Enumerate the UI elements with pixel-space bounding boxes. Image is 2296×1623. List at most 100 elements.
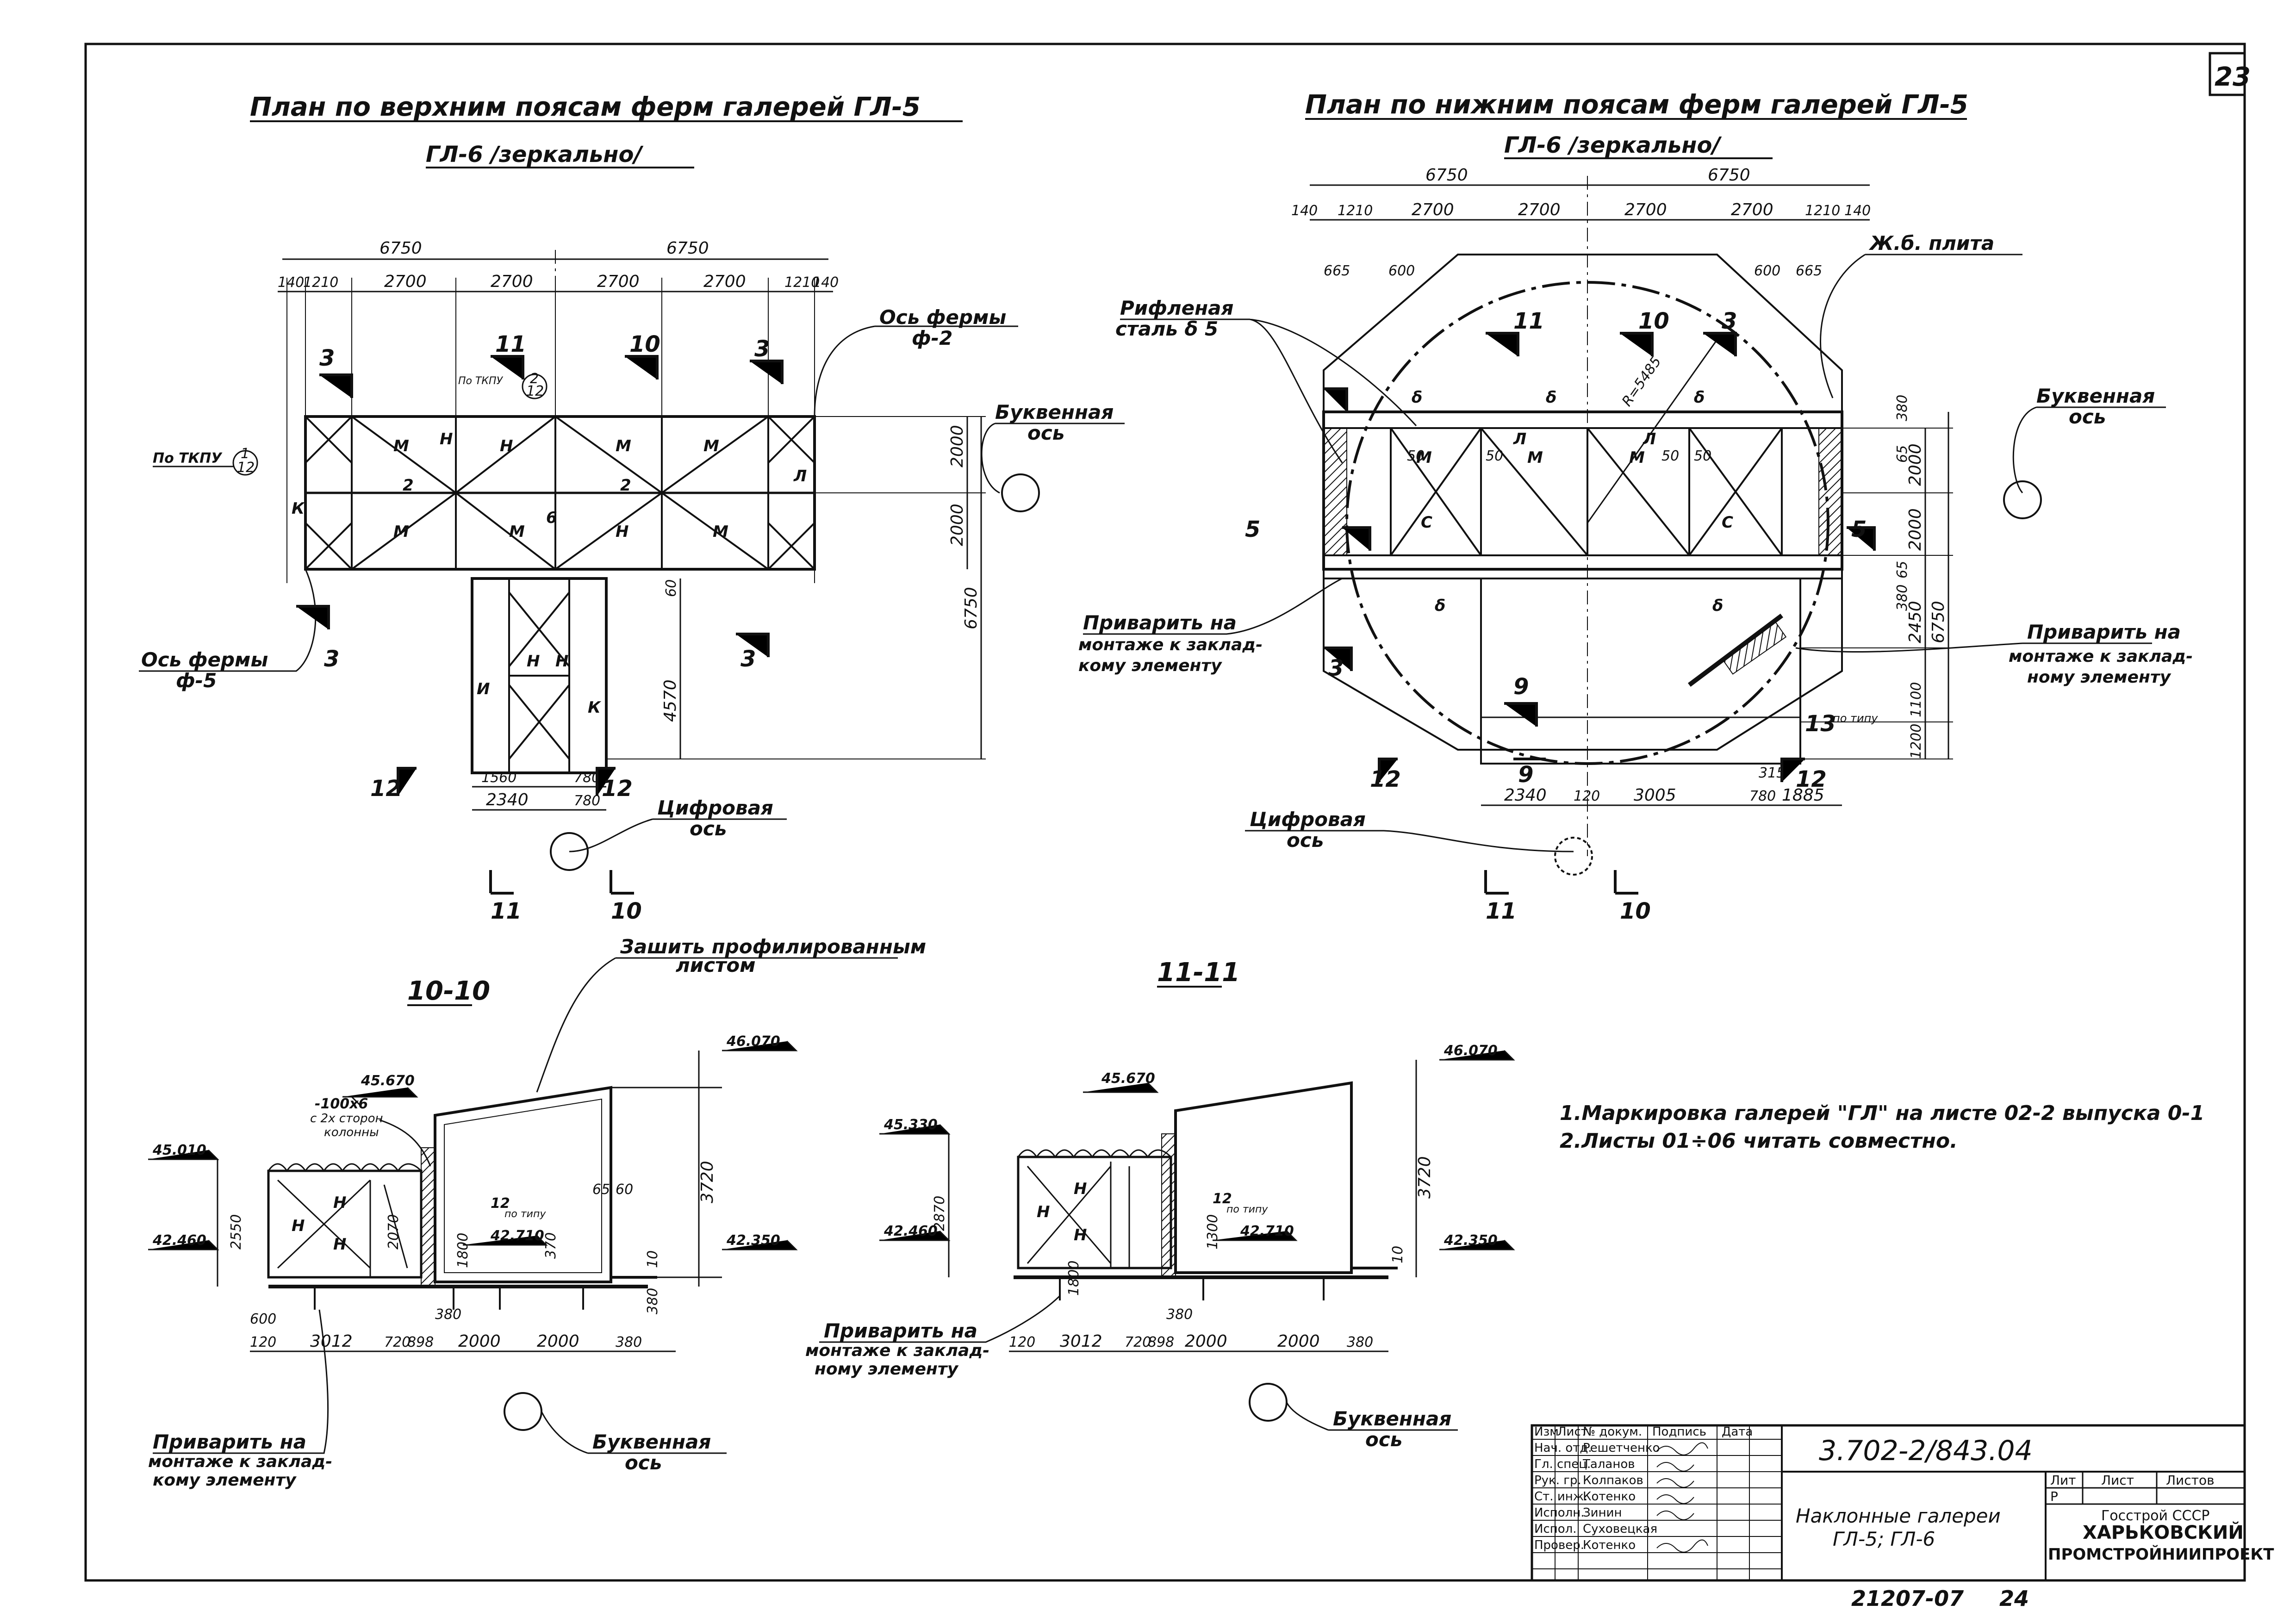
- svg-text:Н: Н: [1037, 1203, 1050, 1221]
- tb-code: 3.702-2/843.04: [1819, 1435, 2033, 1467]
- svg-text:Н: Н: [527, 652, 540, 671]
- note-2: 2.Листы 01÷06 читать совместно.: [1560, 1129, 1958, 1153]
- dim-v-11-1: 2870: [932, 1196, 948, 1231]
- cut-mark-b-5b: 5: [1851, 516, 1867, 542]
- plan-top-title: План по верхним поясам ферм галерей ГЛ-5: [250, 92, 921, 122]
- svg-text:Н: Н: [555, 652, 568, 671]
- bottom-code: 21207-07: [1851, 1586, 1964, 1611]
- cut-mark-b-3b: 3: [1328, 655, 1344, 681]
- label-plate-1: -100х6: [315, 1096, 368, 1112]
- member-mark-6: 6: [546, 509, 557, 527]
- cut-mark-b-9a: 9: [1513, 674, 1529, 700]
- member-mark-m: М: [393, 437, 409, 455]
- dim-b-chain-6: 2700: [1731, 200, 1773, 219]
- dim-b-right-1: 2000: [1906, 443, 1925, 486]
- dim-chain-7: 1210: [784, 274, 820, 291]
- svg-text:1: 1: [241, 446, 249, 462]
- label-letter-axis-bottom-2: ось: [2069, 405, 2106, 428]
- label-weld-r1: Приварить на: [2027, 621, 2181, 643]
- tb-org-1: Госстрой СССР: [2101, 1508, 2209, 1524]
- note-1: 1.Маркировка галерей "ГЛ" на листе 02-2 …: [1560, 1101, 2204, 1125]
- plan-upper-chords: План по верхним поясам ферм галерей ГЛ-5…: [139, 92, 1125, 924]
- svg-text:М: М: [1416, 448, 1432, 467]
- section-11-title: 11-11: [1157, 958, 1240, 988]
- tb-lit: Лит: [2050, 1473, 2076, 1488]
- dim-bottom-1: 1560: [481, 770, 516, 786]
- dim-b-right-s3: 65: [1894, 561, 1910, 578]
- tb-role-7: Провер.: [1534, 1538, 1584, 1552]
- cut-mark-3b: 3: [754, 336, 770, 362]
- dim-b-chain-3: 2700: [1412, 200, 1454, 219]
- dim-50-2: 50: [1486, 448, 1503, 464]
- sheet-number-box: [2209, 52, 2246, 96]
- svg-text:М: М: [616, 437, 631, 455]
- tb-person-4: Котенко: [1583, 1490, 1636, 1504]
- tb-h-3: № докум.: [1583, 1425, 1642, 1439]
- notes: 1.Маркировка галерей "ГЛ" на листе 02-2 …: [1560, 1101, 2204, 1153]
- label-sheath-2: листом: [676, 954, 756, 976]
- dim-v-10-7: 370: [543, 1232, 559, 1259]
- cut-mark-12b: 12: [602, 776, 633, 802]
- label-plate-3: колонны: [324, 1126, 379, 1139]
- tb-person-2: Таланов: [1582, 1457, 1635, 1471]
- cut-mark-10a: 10: [629, 331, 660, 357]
- svg-text:Л: Л: [1513, 430, 1526, 448]
- cut-mark-11a: 11: [495, 331, 526, 357]
- dim-b-right-s2: 65: [1894, 445, 1910, 463]
- dim-v-10-1: 2550: [228, 1214, 244, 1250]
- cut-mark-12a: 12: [370, 776, 401, 802]
- label-rifl-2: сталь δ 5: [1115, 317, 1218, 340]
- dim-total-2: 6750: [666, 239, 709, 258]
- plan-bottom-subtitle: ГЛ-6 /зеркально/: [1504, 132, 1722, 158]
- label-13: 13: [1805, 711, 1836, 737]
- label-weld-r3: ному элементу: [2027, 668, 2172, 687]
- dim-b-chain-5: 2700: [1624, 200, 1667, 219]
- svg-text:2: 2: [620, 476, 631, 495]
- tb-lit-val: Р: [2050, 1489, 2058, 1504]
- svg-text:δ: δ: [1435, 597, 1445, 615]
- tb-name-1: Наклонные галереи: [1796, 1505, 2001, 1527]
- label-po-tipu-11: по типу: [1226, 1204, 1268, 1215]
- tb-person-6: Суховецкая: [1583, 1522, 1657, 1536]
- svg-text:Н: Н: [333, 1194, 346, 1212]
- dim-h-11-5: 2000: [1185, 1332, 1227, 1351]
- elev-11-1: 45.670: [1101, 1070, 1155, 1087]
- label-weld-11-3: ному элементу: [815, 1360, 959, 1379]
- label-letter-axis-10: Буквенная: [592, 1430, 711, 1453]
- cut-mark-b-12b: 12: [1796, 766, 1827, 792]
- svg-text:12: 12: [237, 460, 255, 476]
- label-po-tipu-b: по типу: [1833, 712, 1878, 725]
- tb-person-1: Решетченко: [1583, 1441, 1660, 1455]
- cut-mark-3a: 3: [319, 345, 335, 371]
- dim-h-10-1: 600: [250, 1311, 276, 1327]
- cut-mark-b-3a: 3: [1722, 308, 1737, 334]
- label-digit-axis-top-2: ось: [690, 817, 727, 840]
- dim-v-10-3: 65: [592, 1181, 610, 1198]
- dim-b-total-2: 6750: [1708, 166, 1750, 185]
- dim-h-10-3: 3012: [310, 1332, 353, 1351]
- plan-top-subtitle: ГЛ-6 /зеркально/: [426, 142, 643, 168]
- elev-11-5: 42.710: [1240, 1223, 1294, 1239]
- dim-b-right-3: 2450: [1906, 601, 1925, 643]
- svg-text:δ: δ: [1712, 597, 1723, 615]
- section-11-11: 11-11 НН Н 45.670 46.070: [805, 958, 1515, 1451]
- label-weld-1: Приварить на: [1083, 611, 1237, 634]
- dim-stem: 4570: [661, 679, 680, 722]
- svg-text:И: И: [477, 680, 490, 698]
- svg-text:К: К: [588, 698, 602, 717]
- dim-h-10-8: 380: [616, 1334, 642, 1350]
- plan-lower-chords: План по нижним поясам ферм галерей ГЛ-5 …: [1078, 90, 2193, 924]
- label-weld-3: кому элементу: [1078, 656, 1222, 675]
- tb-role-2: Гл. спец.: [1534, 1457, 1591, 1471]
- cut-mark-b-12a: 12: [1370, 766, 1401, 792]
- dim-h-11-1: 120: [1009, 1334, 1035, 1350]
- label-f5: ф-5: [176, 669, 217, 692]
- dim-v-10-5: 2070: [386, 1214, 402, 1250]
- label-weld-10-3: кому элементу: [153, 1471, 297, 1490]
- svg-text:М: М: [1527, 448, 1543, 467]
- tb-org-2: ХАРЬКОВСКИЙ: [2083, 1521, 2244, 1543]
- dim-h-11-3: 720: [1125, 1334, 1151, 1350]
- dim-b-right-5: 1200: [1908, 724, 1924, 759]
- dim-h-10-7: 2000: [537, 1332, 579, 1351]
